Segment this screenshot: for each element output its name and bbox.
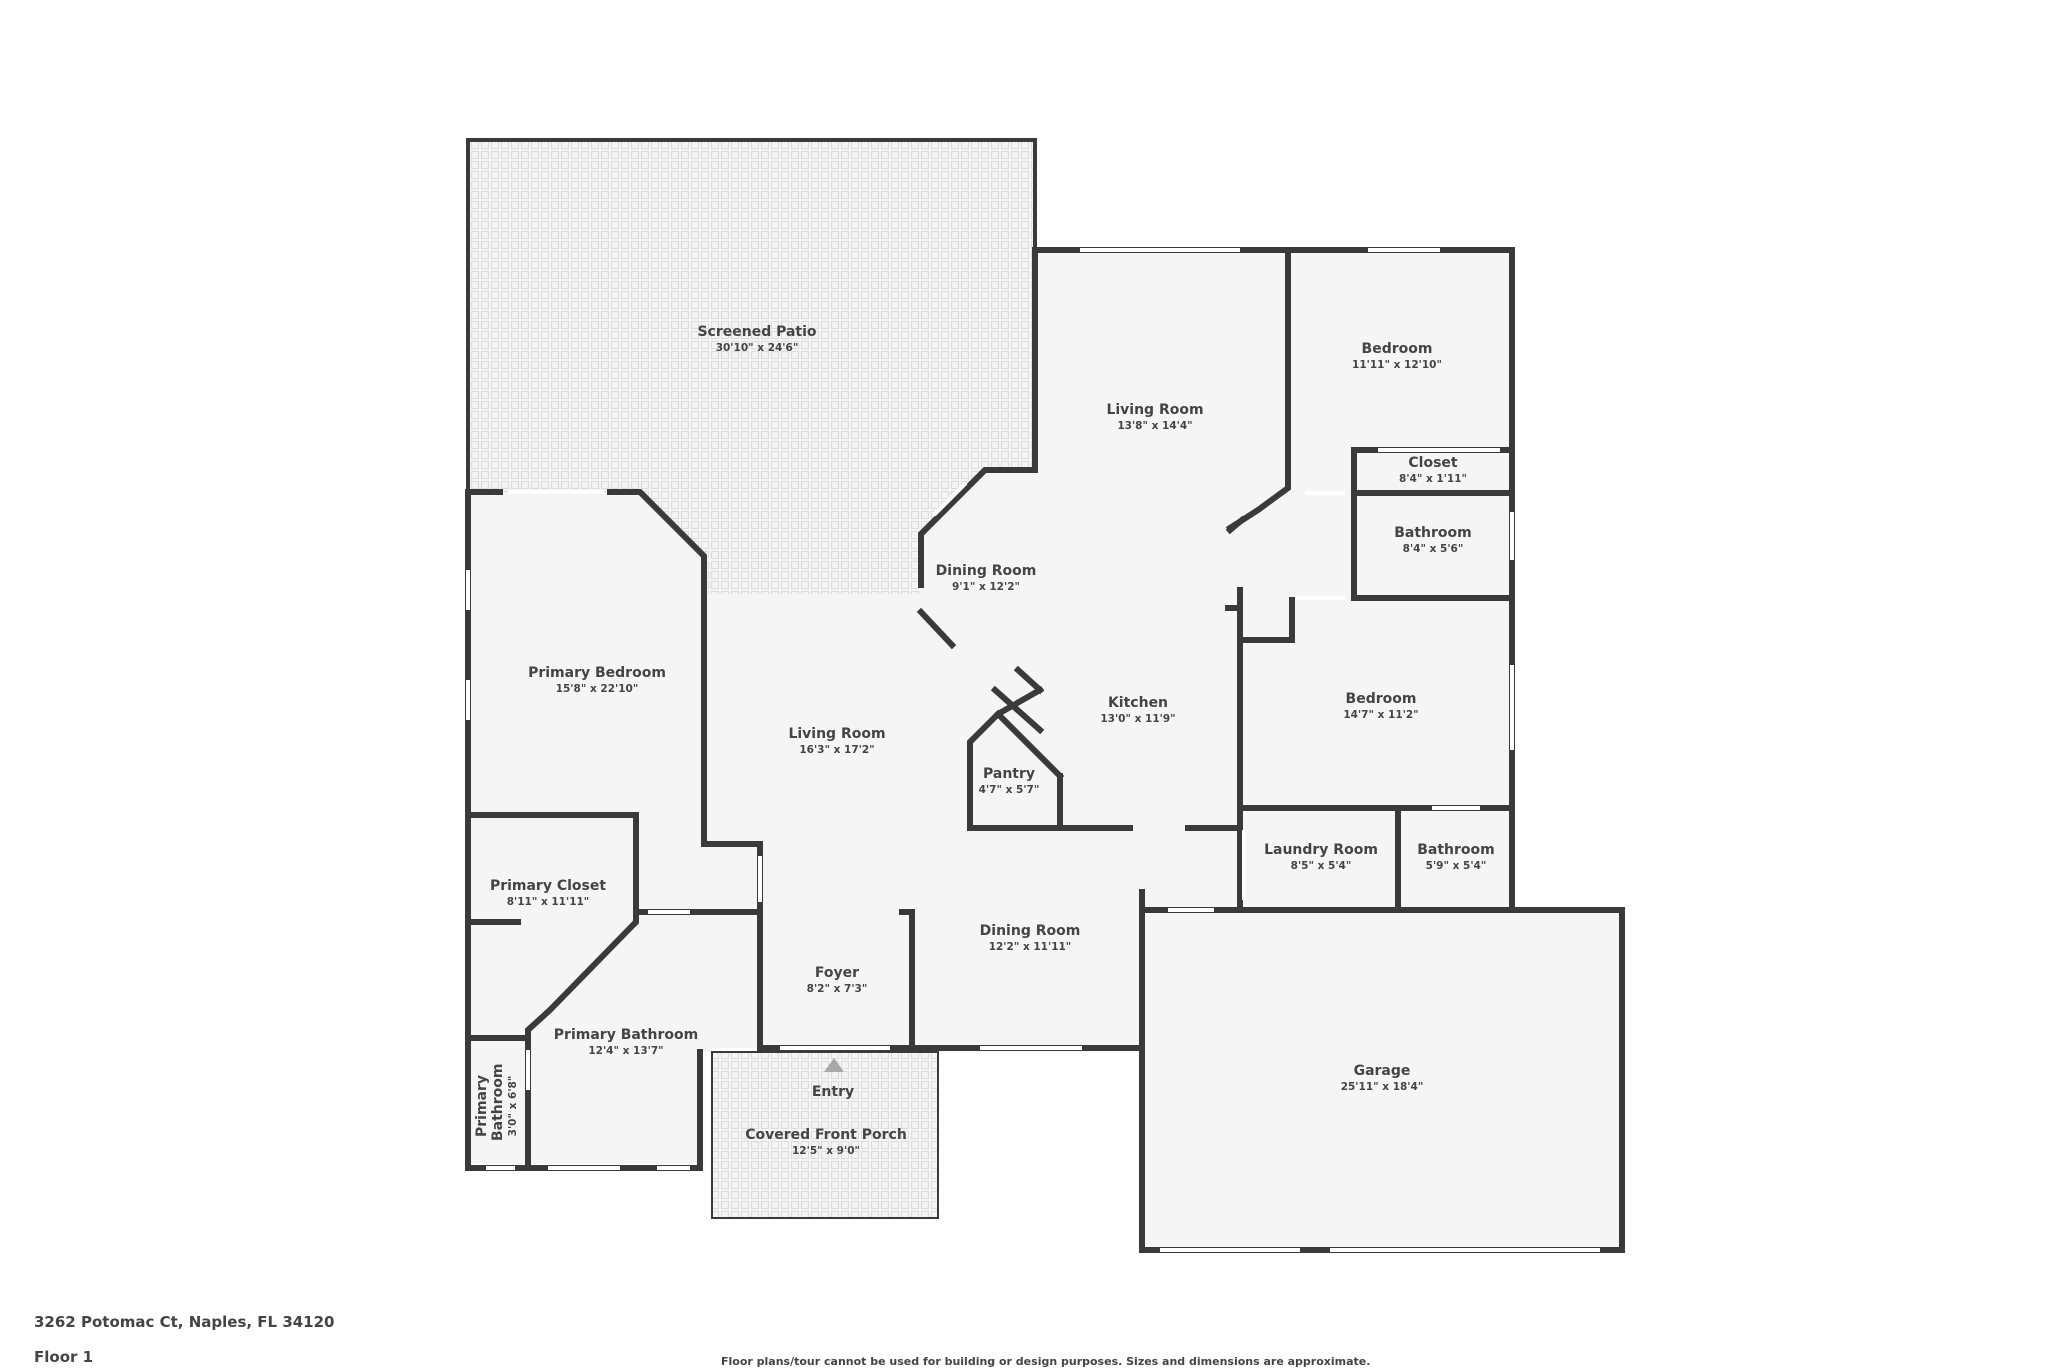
- windows: [466, 248, 1600, 1252]
- room-floors: [468, 140, 1622, 1250]
- screened-patio-floor: [468, 140, 1035, 594]
- house-floor: [468, 250, 1622, 1250]
- disclaimer: Floor plans/tour cannot be used for buil…: [721, 1355, 1371, 1368]
- property-address: 3262 Potomac Ct, Naples, FL 34120: [34, 1313, 335, 1331]
- floor-label: Floor 1: [34, 1348, 94, 1366]
- entry-arrow-icon: [824, 1058, 844, 1072]
- covered-front-porch-floor: [712, 1052, 938, 1218]
